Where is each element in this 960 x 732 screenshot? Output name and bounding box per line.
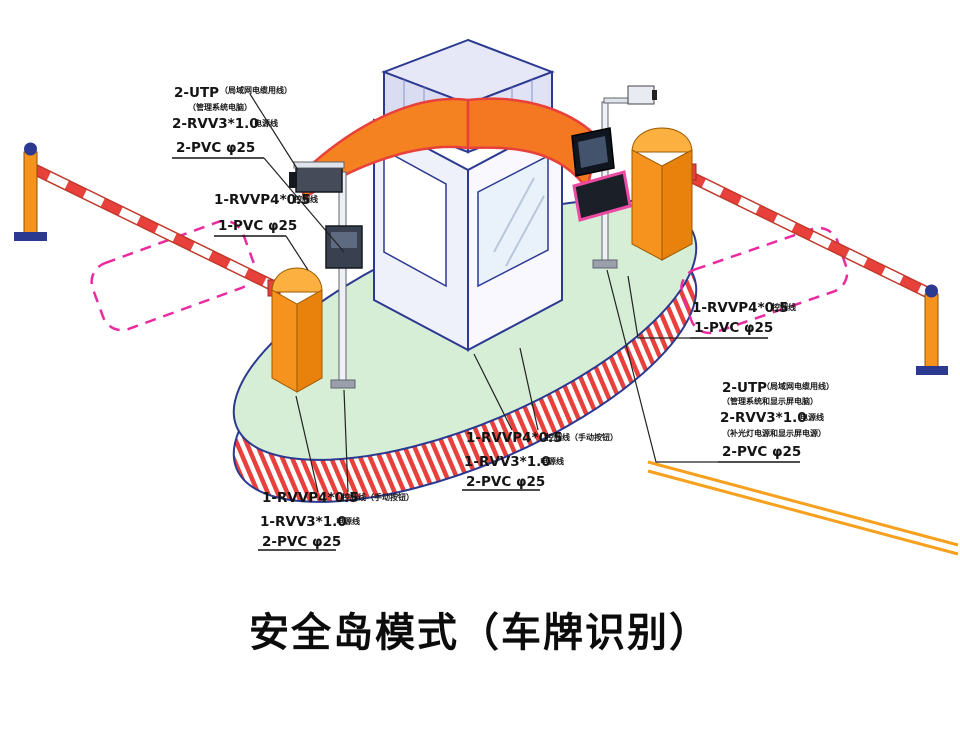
annotation-note: 控制线 bbox=[772, 302, 796, 312]
barrier-pole-right bbox=[916, 284, 948, 375]
annotation-text: 2-RVV3*1.0 bbox=[172, 116, 259, 132]
annotation-note: 控制线（手动按钮） bbox=[342, 492, 414, 502]
road-marking-lines bbox=[647, 460, 959, 556]
annotation-note: 控制线 bbox=[294, 194, 318, 204]
annotation-text: 1-PVC φ25 bbox=[694, 320, 773, 336]
leader-lines bbox=[172, 93, 800, 551]
annotation-note: 电源线 bbox=[540, 456, 564, 466]
annotation-text: 1-RVVP4*0.5 bbox=[262, 490, 359, 506]
annotation-note: （管理系统和显示屏电脑） bbox=[722, 396, 818, 406]
camera-pole-right bbox=[571, 85, 657, 269]
annotation-top-left: 2-UTP （局域网电缆用线） （管理系统电脑） 2-RVV3*1.0 电源线 … bbox=[172, 85, 292, 156]
annotation-note: （管理系统电脑） bbox=[188, 102, 252, 112]
car-outline-left bbox=[90, 219, 256, 332]
annotation-text: 2-UTP bbox=[722, 380, 767, 396]
barrier-arm-right bbox=[682, 168, 932, 299]
barrier-machine-right bbox=[631, 127, 697, 261]
annotation-text: 1-RVV3*1.0 bbox=[464, 454, 551, 470]
annotation-text: 2-PVC φ25 bbox=[722, 444, 801, 460]
annotation-text: 1-RVV3*1.0 bbox=[260, 514, 347, 530]
lpr-camera-right bbox=[627, 85, 655, 105]
annotation-right-lower: 2-UTP （局域网电缆用线） （管理系统和显示屏电脑） 2-RVV3*1.0 … bbox=[720, 380, 834, 460]
annotation-text: 1-RVVP4*0.5 bbox=[692, 300, 789, 316]
diagram-title: 安全岛模式（车牌识别） bbox=[249, 610, 711, 656]
led-display bbox=[572, 170, 632, 222]
annotation-note: 电源线 bbox=[254, 118, 278, 128]
annotation-text: 1-PVC φ25 bbox=[218, 218, 297, 234]
lpr-camera-left bbox=[295, 167, 343, 193]
diagram-canvas: 2-UTP （局域网电缆用线） （管理系统电脑） 2-RVV3*1.0 电源线 … bbox=[14, 38, 959, 556]
annotation-left-bottom: 1-RVVP4*0.5 控制线（手动按钮） 1-RVV3*1.0 电源线 2-P… bbox=[260, 490, 414, 550]
camera-pole-left bbox=[289, 161, 363, 389]
guard-booth bbox=[373, 38, 563, 352]
annotation-note: 电源线 bbox=[336, 516, 360, 526]
barrier-machine-left bbox=[267, 267, 323, 393]
booth-right-window bbox=[477, 154, 549, 288]
annotation-note: 控制线（手动按钮） bbox=[546, 432, 618, 442]
annotation-left-mid: 1-RVVP4*0.5 控制线 1-PVC φ25 bbox=[214, 192, 318, 234]
annotation-right-mid: 1-RVVP4*0.5 控制线 1-PVC φ25 bbox=[692, 300, 796, 336]
annotation-text: 2-PVC φ25 bbox=[262, 534, 341, 550]
annotation-note: （局域网电缆用线） bbox=[762, 381, 834, 391]
car-outline-right bbox=[680, 226, 849, 335]
annotation-note: 电源线 bbox=[800, 412, 824, 422]
annotation-note: （补光灯电源和显示屏电源） bbox=[722, 428, 826, 438]
annotation-note: （局域网电缆用线） bbox=[220, 85, 292, 95]
booth-left-window bbox=[383, 148, 447, 288]
barrier-pole-left bbox=[14, 142, 47, 241]
annotation-center-bottom: 1-RVVP4*0.5 控制线（手动按钮） 1-RVV3*1.0 电源线 2-P… bbox=[464, 430, 618, 490]
annotation-text: 2-UTP bbox=[174, 85, 219, 101]
annotation-text: 1-RVVP4*0.5 bbox=[466, 430, 563, 446]
annotation-text: 1-RVVP4*0.5 bbox=[214, 192, 311, 208]
annotation-text: 2-PVC φ25 bbox=[176, 140, 255, 156]
annotation-text: 2-PVC φ25 bbox=[466, 474, 545, 490]
annotation-text: 2-RVV3*1.0 bbox=[720, 410, 807, 426]
